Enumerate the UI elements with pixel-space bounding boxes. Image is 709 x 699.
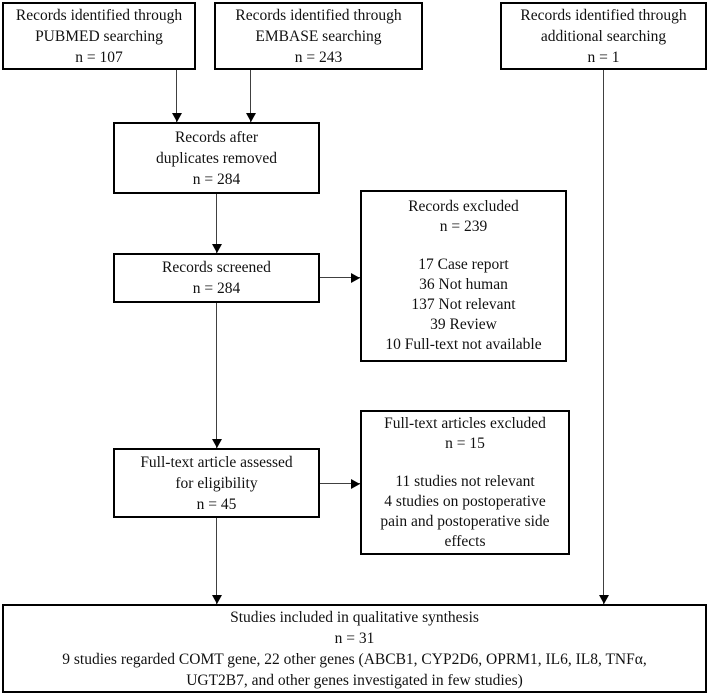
box-fulltext-assessed: Full-text article assessed for eligibili… xyxy=(113,448,320,518)
screened-count: n = 284 xyxy=(192,280,241,297)
box-embase-records: Records identified through EMBASE search… xyxy=(214,2,423,70)
box-duplicates-removed: Records after duplicates removed n = 284 xyxy=(113,122,320,194)
box-pubmed-records: Records identified through PUBMED search… xyxy=(2,2,196,70)
fulltext-excluded-item: effects xyxy=(444,532,486,550)
records-excluded-item: 39 Review xyxy=(430,316,497,333)
records-excluded-count: n = 239 xyxy=(439,218,488,235)
additional-line-1: Records identified through xyxy=(520,6,687,24)
box-records-screened: Records screened n = 284 xyxy=(113,253,320,303)
fulltext-excluded-count: n = 15 xyxy=(445,434,485,452)
embase-line-2: EMBASE searching xyxy=(255,27,382,45)
records-excluded-item: 17 Case report xyxy=(418,256,509,273)
embase-line-1: Records identified through xyxy=(235,6,402,24)
records-excluded-item: 36 Not human xyxy=(419,276,508,293)
arrow-screened-to-assessed xyxy=(211,303,222,448)
additional-line-2: additional searching xyxy=(540,27,667,45)
included-line-3: 9 studies regarded COMT gene, 22 other g… xyxy=(62,650,647,668)
included-count: n = 31 xyxy=(334,629,375,647)
arrow-additional-to-included xyxy=(598,70,609,604)
records-excluded-item: 10 Full-text not available xyxy=(385,336,542,353)
embase-count: n = 243 xyxy=(294,48,343,66)
fulltext-assessed-line-1: Full-text article assessed xyxy=(140,453,293,471)
fulltext-excluded-item: pain and postoperative side xyxy=(380,512,550,530)
arrow-assessed-to-included xyxy=(211,518,222,604)
arrow-screened-to-excluded xyxy=(320,273,360,283)
records-excluded-item: 137 Not relevant xyxy=(411,296,516,313)
fulltext-excluded-item: 4 studies on postoperative xyxy=(384,492,546,510)
pubmed-count: n = 107 xyxy=(75,48,123,66)
additional-count: n = 1 xyxy=(587,48,620,66)
fulltext-assessed-line-2: for eligibility xyxy=(175,474,258,492)
arrow-embase-to-duplicates xyxy=(245,70,256,122)
records-excluded-title: Records excluded xyxy=(408,198,519,215)
arrow-pubmed-to-duplicates xyxy=(171,70,182,122)
duplicates-count: n = 284 xyxy=(192,170,241,188)
included-line-1: Studies included in qualitative synthesi… xyxy=(230,608,479,626)
screened-line-1: Records screened xyxy=(162,259,271,276)
box-fulltext-excluded: Full-text articles excluded n = 15 11 st… xyxy=(360,410,570,555)
arrow-assessed-to-fulltext-excluded xyxy=(320,479,360,489)
fulltext-excluded-item: 11 studies not relevant xyxy=(395,472,535,490)
box-additional-records: Records identified through additional se… xyxy=(500,2,707,70)
arrow-duplicates-to-screened xyxy=(211,194,222,253)
box-studies-included: Studies included in qualitative synthesi… xyxy=(2,604,707,693)
pubmed-line-2: PUBMED searching xyxy=(35,27,163,45)
included-line-4: UGT2B7, and other genes investigated in … xyxy=(186,671,523,689)
duplicates-line-1: Records after xyxy=(174,128,259,146)
pubmed-line-1: Records identified through xyxy=(15,6,183,24)
fulltext-assessed-count: n = 45 xyxy=(196,495,237,513)
box-records-excluded: Records excluded n = 239 17 Case report … xyxy=(360,190,567,362)
duplicates-line-2: duplicates removed xyxy=(156,149,277,167)
fulltext-excluded-title: Full-text articles excluded xyxy=(384,414,546,432)
